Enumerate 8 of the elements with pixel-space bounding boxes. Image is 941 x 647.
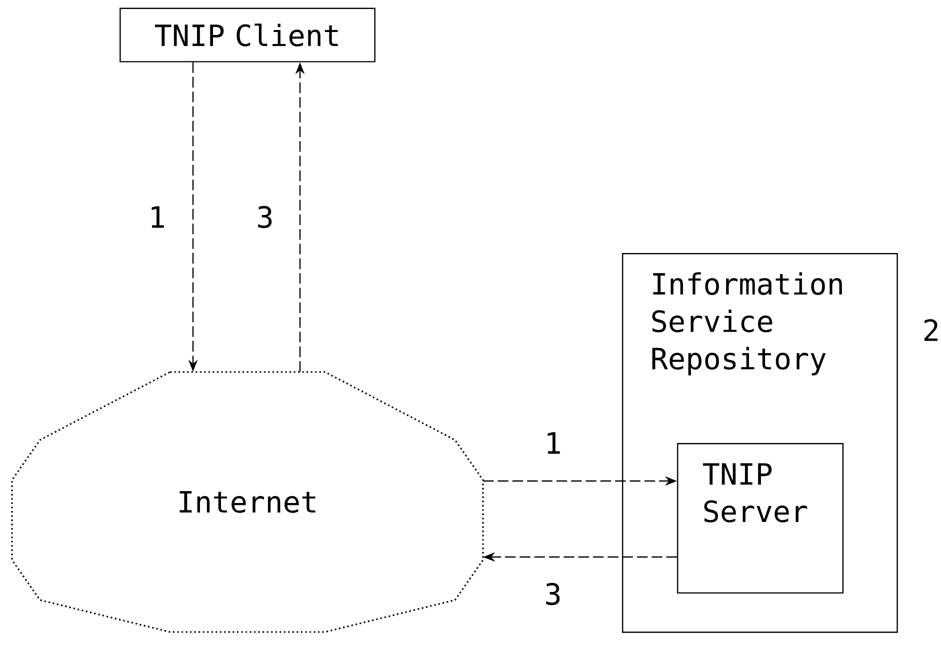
edge-label: 3 xyxy=(254,204,276,230)
side-number: 2 xyxy=(924,319,938,341)
edge-label: 3 xyxy=(542,582,564,606)
server-box: TNIP Server xyxy=(677,443,844,594)
edge-label: 1 xyxy=(542,430,564,456)
client-box: TNIP Client xyxy=(120,8,376,62)
edge-label: 1 xyxy=(146,204,168,230)
internet-cloud: Internet xyxy=(11,371,484,633)
